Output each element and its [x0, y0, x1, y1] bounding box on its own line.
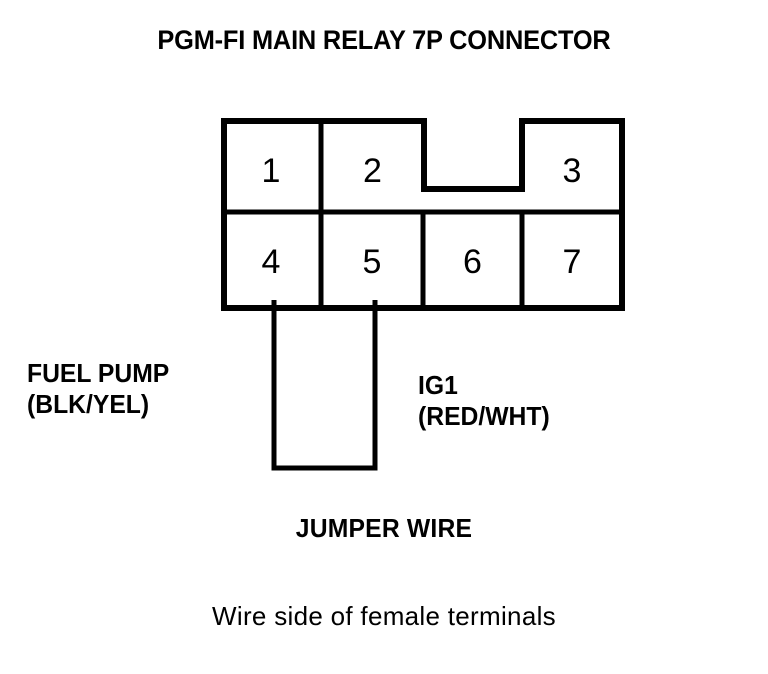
jumper-wire-path: [271, 300, 378, 471]
connector-shape-svg: [221, 118, 625, 311]
label-ig1: IG1 (RED/WHT): [418, 370, 550, 432]
jumper-wire-caption: JUMPER WIRE: [295, 513, 473, 543]
terminal-view-caption: Wire side of female terminals: [212, 601, 556, 631]
pin-number-1: 1: [261, 152, 281, 190]
connector-body-path: [221, 118, 625, 311]
jumper-wire-shape: [262, 300, 384, 478]
diagram-title: PGM-FI MAIN RELAY 7P CONNECTOR: [157, 25, 611, 55]
relay-connector-outline: 1 2 3 4 5 6 7: [221, 118, 625, 311]
label-ig1-color: (RED/WHT): [418, 401, 550, 431]
pin-number-4: 4: [261, 243, 281, 281]
label-fuel-pump: FUEL PUMP (BLK/YEL): [27, 358, 169, 420]
jumper-wire-svg: [271, 300, 378, 471]
label-ig1-name: IG1: [418, 370, 458, 400]
label-fuel-pump-name: FUEL PUMP: [27, 358, 170, 388]
pin-number-3: 3: [562, 152, 582, 190]
label-fuel-pump-color: (BLK/YEL): [27, 389, 150, 419]
pin-number-7: 7: [562, 243, 582, 281]
pin-number-5: 5: [362, 243, 382, 281]
pin-number-6: 6: [463, 243, 482, 281]
pin-number-2: 2: [363, 152, 382, 190]
